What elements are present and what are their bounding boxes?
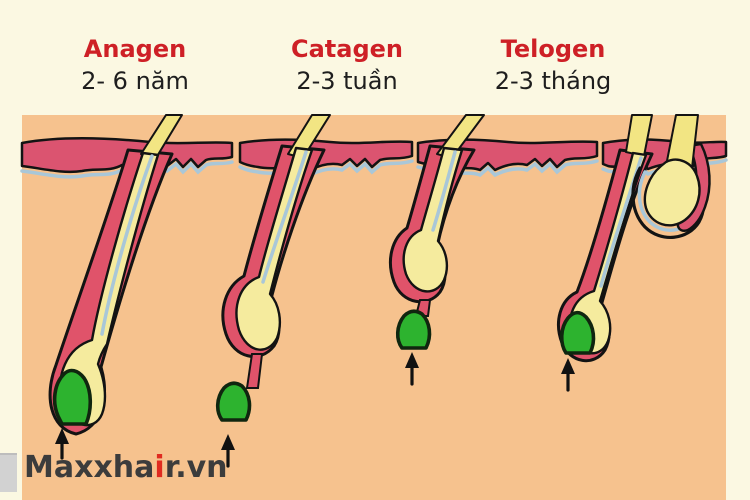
phase-duration: 2-3 tuần (296, 67, 398, 95)
phase-duration: 2- 6 năm (81, 67, 189, 95)
left-edge-artifact (0, 453, 17, 492)
phase-name: Anagen (83, 35, 187, 63)
phase-duration: 2-3 tháng (494, 67, 612, 95)
up-arrow-icon (405, 352, 419, 386)
phase-name: Catagen (290, 35, 404, 63)
watermark-prefix: Maxxha (24, 450, 155, 485)
maxxhair-watermark: Maxxhair.vn (24, 450, 228, 485)
watermark-suffix: r.vn (164, 450, 228, 485)
telogen-follicle-illustration (388, 114, 485, 386)
dermal-papilla (559, 310, 596, 355)
phase-label-catagen: Catagen 2-3 tuần (262, 34, 432, 96)
dermal-papilla (395, 309, 432, 350)
phase-label-telogen: Telogen 2-3 tháng (468, 34, 638, 96)
dermal-papilla (52, 368, 93, 426)
anagen-follicle-illustration (48, 114, 183, 460)
catagen-follicle-illustration (215, 114, 331, 468)
up-arrow-icon (561, 358, 575, 392)
watermark-accent-letter: i (154, 450, 165, 485)
phase-name: Telogen (500, 35, 606, 63)
up-arrow-icon (55, 428, 69, 460)
club-hair-bulb (643, 158, 701, 227)
dermal-papilla (215, 381, 252, 422)
up-arrow-icon (221, 434, 235, 468)
club-hair (631, 114, 711, 240)
new-anagen-and-club-hair-illustration (557, 114, 711, 392)
phase-label-anagen: Anagen 2- 6 năm (50, 34, 220, 96)
